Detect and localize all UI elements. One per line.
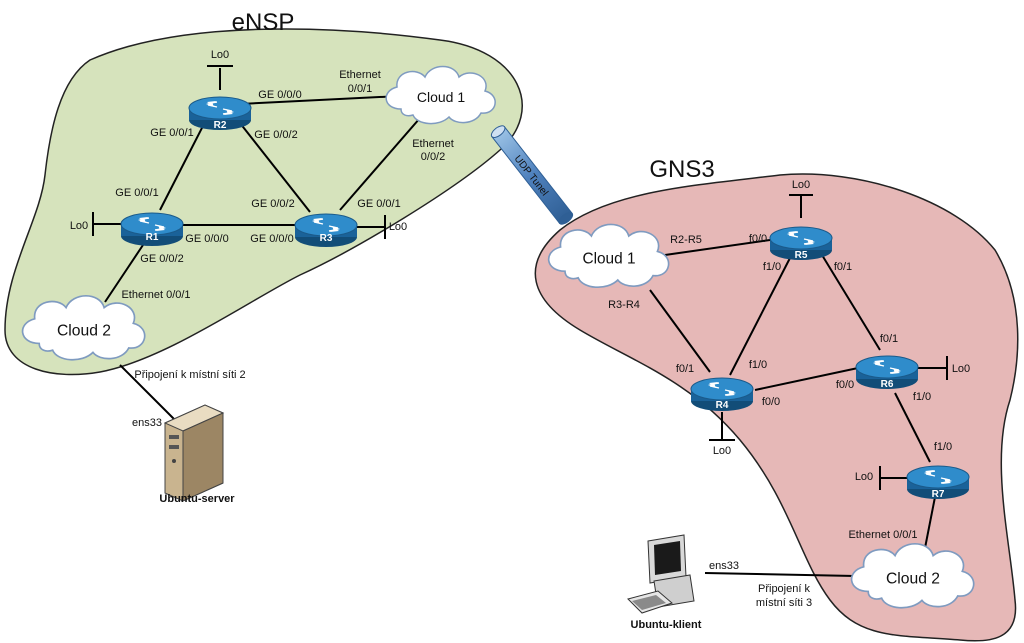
gns3-region [534,173,1019,642]
router-label: R7 [932,489,945,500]
router-r2[interactable]: R2 [188,96,252,131]
router-r3[interactable]: R3 [294,213,358,248]
ensp-cloud2[interactable]: Cloud 2 [21,294,146,361]
if-r4-f00: f0/0 [762,396,780,408]
link-r2-r1 [159,121,206,211]
if-c2-eth001: Ethernet 0/0/1 [121,289,190,301]
router-label: R6 [881,379,894,390]
if-r6-f01: f0/1 [880,333,898,345]
if-g2-eth001: Ethernet 0/0/1 [848,529,917,541]
router-label: R4 [716,400,729,411]
udp-tunnel: UDP Tunel [490,125,574,225]
if-r1-ge002: GE 0/0/2 [140,253,183,265]
client-nic: ens33 [709,560,739,572]
link-r5-r6 [821,254,881,351]
link-r6-r7 [894,392,931,463]
if-c1-eth001-b: 0/0/1 [348,83,372,95]
if-r3-ge001: GE 0/0/1 [357,198,400,210]
link-r1-cloud2 [104,241,146,303]
if-r2-ge002: GE 0/0/2 [254,129,297,141]
router-r7[interactable]: R7 [906,465,970,500]
r2-lo-label: Lo0 [211,49,229,61]
cloud-label: Cloud 2 [886,571,940,588]
r7-lo-label: Lo0 [855,471,873,483]
if-r5-f00: f0/0 [749,233,767,245]
if-r3-ge002: GE 0/0/2 [251,198,294,210]
gns3-title: GNS3 [649,156,714,183]
server-link-label: Připojení k místní síti 2 [134,369,245,381]
link-r2-r3 [235,117,311,213]
r3-lo-label: Lo0 [389,221,407,233]
router-label: R1 [146,232,159,243]
r1-lo-label: Lo0 [70,220,88,232]
if-r6-f10: f1/0 [913,391,931,403]
if-r5-f10: f1/0 [763,261,781,273]
if-r4-f10: f1/0 [749,359,767,371]
router-r1[interactable]: R1 [120,212,184,247]
router-label: R3 [320,233,333,244]
ensp-title: eNSP [232,9,295,36]
if-r6-f00: f0/0 [836,379,854,391]
link-cloud1-r4 [649,289,711,373]
gns3-cloud2[interactable]: Cloud 2 [850,543,975,609]
router-r4[interactable]: R4 [690,377,754,412]
server-name: Ubuntu-server [159,493,235,505]
if-r2r5: R2-R5 [670,234,702,246]
cloud-label: Cloud 1 [582,251,635,268]
cloud-label: Cloud 1 [417,89,465,105]
ubuntu-server[interactable] [163,404,225,502]
r5-lo-label: Lo0 [792,179,810,191]
server-nic: ens33 [132,417,162,429]
if-r4-f01: f0/1 [676,363,694,375]
if-r3r4: R3-R4 [608,299,640,311]
ensp-region [4,28,523,376]
ubuntu-klient[interactable] [627,534,695,614]
ensp-cloud1[interactable]: Cloud 1 [385,65,496,125]
link-r7-cloud2 [924,496,936,549]
if-c1-eth001-a: Ethernet [339,69,381,81]
if-r3-ge000: GE 0/0/0 [250,233,293,245]
link-r2-cloud1 [219,95,401,106]
r6-lo-label: Lo0 [952,363,970,375]
router-r6[interactable]: R6 [855,355,919,390]
link-cloud1-r3 [339,117,421,211]
link-r5-r4 [729,257,791,376]
if-r7-f10: f1/0 [934,441,952,453]
client-name: Ubuntu-klient [631,619,702,631]
workstation-icon [627,534,695,614]
link-cloud2-server [119,364,181,426]
router-label: R5 [795,250,808,261]
server-icon [163,404,225,502]
router-label: R2 [214,120,227,131]
if-r5-f01: f0/1 [834,261,852,273]
link-client-cloud2 [704,572,856,577]
r4-lo-label: Lo0 [713,445,731,457]
client-link-label-2: místní síti 3 [756,597,812,609]
if-r1-ge000: GE 0/0/0 [185,233,228,245]
client-link-label-1: Připojení k [758,583,810,595]
if-c1-eth002-a: Ethernet [412,138,454,150]
if-r2-ge000: GE 0/0/0 [258,89,301,101]
link-r4-r6 [754,367,859,391]
router-r5[interactable]: R5 [769,226,833,261]
if-c1-eth002-b: 0/0/2 [421,151,445,163]
gns3-cloud1[interactable]: Cloud 1 [547,223,670,289]
link-cloud1-r5 [664,239,771,256]
if-r2-ge001: GE 0/0/1 [150,127,193,139]
if-r1-ge001: GE 0/0/1 [115,187,158,199]
cloud-label: Cloud 2 [57,323,111,340]
